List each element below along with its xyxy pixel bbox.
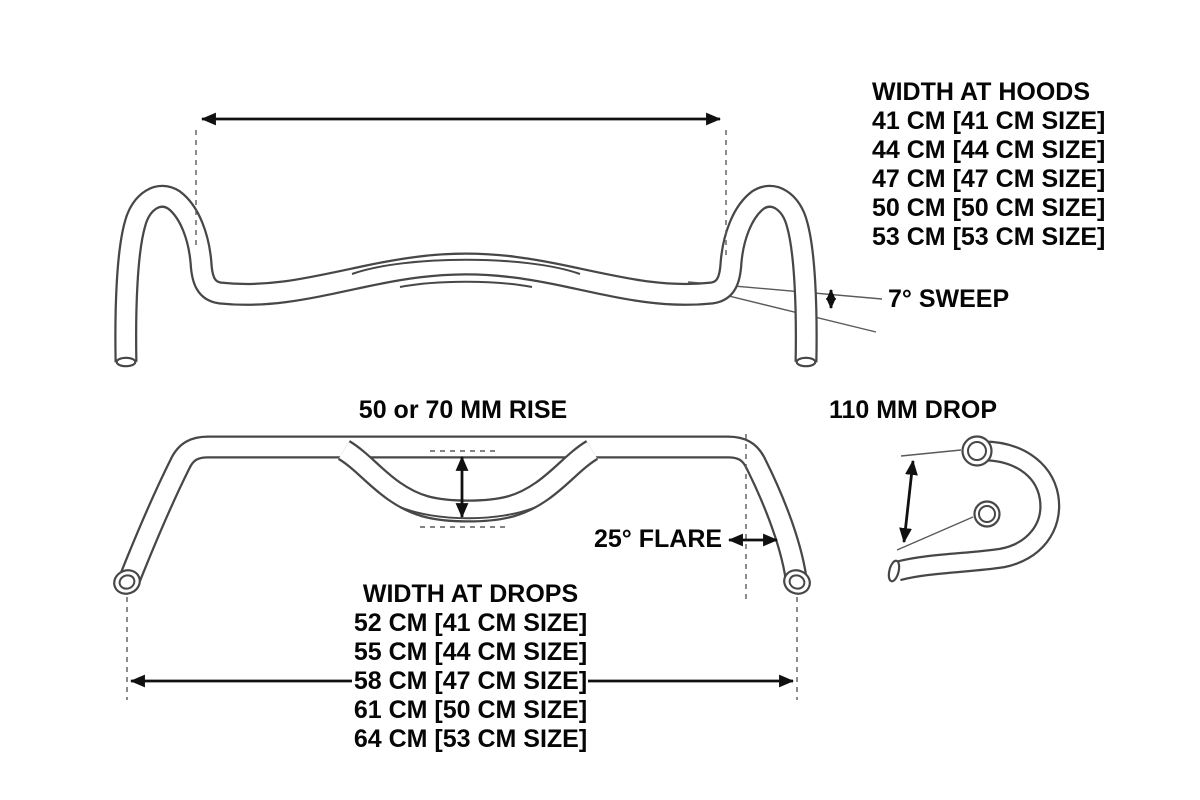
handlebar-top-view [114, 184, 818, 368]
drop-size-row: 55 CM [44 CM SIZE] [353, 638, 588, 666]
drop-arrow [899, 459, 918, 544]
drop-size-row: 52 CM [41 CM SIZE] [353, 609, 588, 637]
handlebar-side-view [887, 435, 1061, 583]
right-drop-end [783, 569, 811, 595]
hood-size-row: 53 CM [53 CM SIZE] [872, 223, 1106, 251]
clamp-bulge-underline [399, 280, 533, 288]
drop-dimension [896, 449, 974, 551]
flare-label: 25° FLARE [594, 525, 723, 553]
width-at-drops-block: WIDTH AT DROPS 52 CM [41 CM SIZE] 55 CM … [318, 580, 623, 754]
front-clamp-lens [399, 506, 537, 520]
left-bar-end [115, 356, 137, 368]
right-bar-end [795, 356, 817, 368]
drop-size-row: 61 CM [50 CM SIZE] [353, 696, 588, 724]
drop-size-row: 64 CM [53 CM SIZE] [353, 725, 588, 753]
drop-size-row: 58 CM [47 CM SIZE] [353, 667, 588, 695]
hood-size-row: 47 CM [47 CM SIZE] [872, 165, 1106, 193]
hood-size-row: 50 CM [50 CM SIZE] [872, 194, 1106, 222]
hoods-width-dimension [195, 112, 727, 256]
width-at-drops-label: WIDTH AT DROPS [362, 580, 579, 608]
side-lower-section [973, 500, 1001, 528]
width-at-hoods-block: WIDTH AT HOODS 41 CM [41 CM SIZE] 44 CM … [872, 78, 1105, 252]
hood-size-row: 41 CM [41 CM SIZE] [872, 107, 1106, 135]
rise-dimension [420, 450, 510, 528]
side-top-section [961, 435, 993, 467]
clamp-bulge-line [351, 258, 581, 275]
flare-dimension [727, 434, 779, 602]
drops-width-dimension [126, 597, 798, 700]
width-at-hoods-label: WIDTH AT HOODS [872, 78, 1091, 106]
drop-label: 110 MM DROP [828, 396, 998, 424]
left-drop-end [113, 569, 141, 595]
side-drop-end [887, 559, 901, 583]
rise-label: 50 or 70 MM RISE [358, 396, 568, 424]
hood-size-row: 44 CM [44 CM SIZE] [872, 136, 1106, 164]
sweep-label: 7° SWEEP [888, 285, 1010, 313]
